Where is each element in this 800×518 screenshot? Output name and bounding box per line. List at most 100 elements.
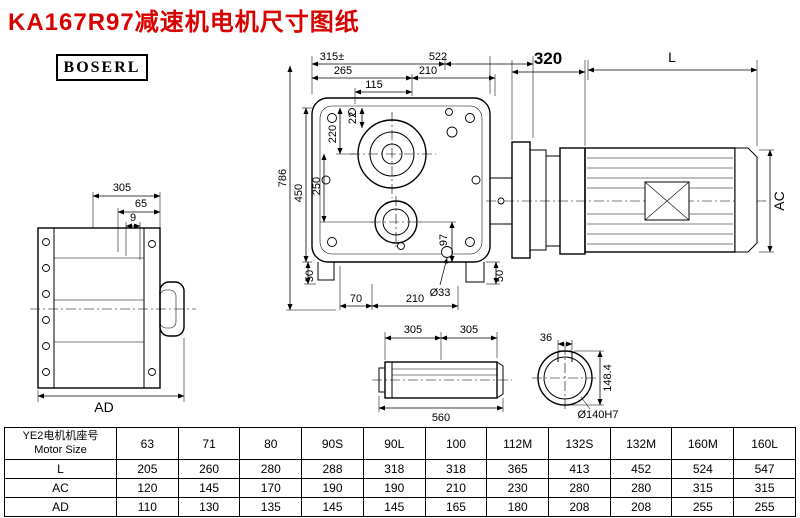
table-header-en: Motor Size [34, 443, 87, 456]
value-cell: 130 [177, 497, 241, 517]
side-housing-outline [37, 227, 161, 389]
dim-210-bottom-label: 210 [406, 293, 424, 305]
value-cell: 315 [671, 478, 735, 498]
hole-d33 [441, 246, 453, 258]
value-cell: 165 [424, 497, 488, 517]
dim-320-label: 320 [534, 49, 562, 68]
dim-220-label: 220 [327, 125, 339, 143]
size-col-header: 160L [733, 427, 796, 460]
bolt-hole [327, 237, 337, 247]
bolt-hole [348, 108, 356, 116]
size-col-header: 112M [486, 427, 550, 460]
value-cell: 452 [609, 459, 673, 479]
value-cell: 318 [362, 459, 426, 479]
dim-210-top-label: 210 [419, 65, 437, 77]
bottom-foot-right [465, 262, 485, 283]
dim-305a-label: 305 [404, 324, 422, 336]
value-cell: 288 [301, 459, 364, 479]
value-cell: 145 [301, 497, 364, 517]
bolt-hole [42, 290, 50, 298]
dim-65-label: 65 [135, 198, 147, 210]
value-cell: 260 [177, 459, 241, 479]
value-cell: 170 [239, 478, 303, 498]
motor-size-table: YE2电机机座号 Motor Size 63 71 80 90S 90L 100… [4, 427, 796, 517]
value-cell: 190 [362, 478, 426, 498]
dim-9-label: 9 [130, 212, 136, 224]
size-col-header: 160M [671, 427, 735, 460]
front-view-dimensions: 315± 522 265 210 115 22 220 250 450 786 … [277, 51, 534, 311]
value-cell: 205 [116, 459, 179, 479]
technical-drawing: 315± 522 265 210 115 22 220 250 450 786 … [30, 49, 787, 424]
size-col-header: 100 [424, 427, 488, 460]
bolt-hole [42, 342, 50, 350]
dim-265-label: 265 [334, 65, 352, 77]
value-cell: 180 [486, 497, 550, 517]
motor-view [486, 141, 766, 259]
bolt-hole [321, 175, 331, 185]
value-cell: 208 [609, 497, 673, 517]
size-col-header: 63 [116, 427, 179, 460]
value-cell: 280 [239, 459, 303, 479]
bolt-hole [327, 113, 337, 123]
dim-AC-label: AC [771, 191, 787, 210]
size-col-header: 90S [301, 427, 364, 460]
value-cell: 210 [424, 478, 488, 498]
dim-250-label: 250 [311, 177, 323, 195]
value-cell: 413 [548, 459, 611, 479]
value-cell: 145 [362, 497, 426, 517]
bolt-hole [497, 197, 505, 205]
housing-outline [311, 97, 491, 263]
table-header-label: YE2电机机座号 Motor Size [4, 427, 117, 460]
bottom-foot-left [317, 262, 335, 281]
side-view-dimensions: 305 65 9 AD [37, 182, 185, 415]
size-col-header: 132M [609, 427, 673, 460]
dim-70-label: 70 [350, 293, 362, 305]
brand-logo-text: BOSERL [63, 58, 141, 76]
page-title: KA167R97减速机电机尺寸图纸 [8, 9, 360, 36]
size-col-header: 71 [177, 427, 241, 460]
dim-305b-label: 305 [460, 324, 478, 336]
table-row-AD: AD 110 130 135 145 145 165 180 208 208 2… [4, 497, 796, 517]
shaft-view-dimensions: 305 305 560 [378, 324, 504, 424]
value-cell: 208 [548, 497, 611, 517]
bolt-hole [471, 175, 481, 185]
motor-view-dimensions: 320 L AC [511, 49, 787, 253]
row-label: AD [4, 497, 117, 517]
value-cell: 135 [239, 497, 303, 517]
dim-148-label: 148.4 [602, 364, 614, 392]
value-cell: 365 [486, 459, 550, 479]
adapter-ring-1 [529, 149, 547, 251]
bolt-hole [465, 237, 475, 247]
value-cell: 255 [671, 497, 735, 517]
row-label: AC [4, 478, 117, 498]
dim-450-label: 450 [293, 184, 305, 202]
brand-logo: BOSERL [56, 54, 148, 81]
bolt-hole [148, 368, 156, 376]
value-cell: 524 [671, 459, 735, 479]
dim-36-label: 36 [540, 332, 552, 344]
motor-end-cap [734, 147, 758, 253]
table-header-row: YE2电机机座号 Motor Size 63 71 80 90S 90L 100… [4, 427, 796, 460]
value-cell: 280 [548, 478, 611, 498]
bolt-hole [42, 316, 50, 324]
shaft-view [372, 361, 512, 399]
size-col-header: 90L [362, 427, 426, 460]
dim-50-right-label: 50 [494, 270, 506, 282]
flange-view-dimensions: 36 148.4 Ø140H7 [540, 332, 619, 421]
value-cell: 318 [424, 459, 488, 479]
adapter-flange [511, 141, 531, 259]
bolt-hole [397, 242, 405, 250]
dim-140H7-label: Ø140H7 [578, 409, 619, 421]
dim-315-label: 315± [320, 51, 344, 63]
value-cell: 120 [116, 478, 179, 498]
size-col-header: 80 [239, 427, 303, 460]
table-row-L: L 205 260 280 288 318 318 365 413 452 52… [4, 459, 796, 479]
flange-view [532, 345, 598, 411]
bolt-hole [42, 368, 50, 376]
bolt-hole [42, 238, 50, 246]
bolt-hole [148, 240, 156, 248]
bolt-hole [446, 126, 458, 138]
dim-97-label: 97 [438, 234, 450, 246]
value-cell: 230 [486, 478, 550, 498]
